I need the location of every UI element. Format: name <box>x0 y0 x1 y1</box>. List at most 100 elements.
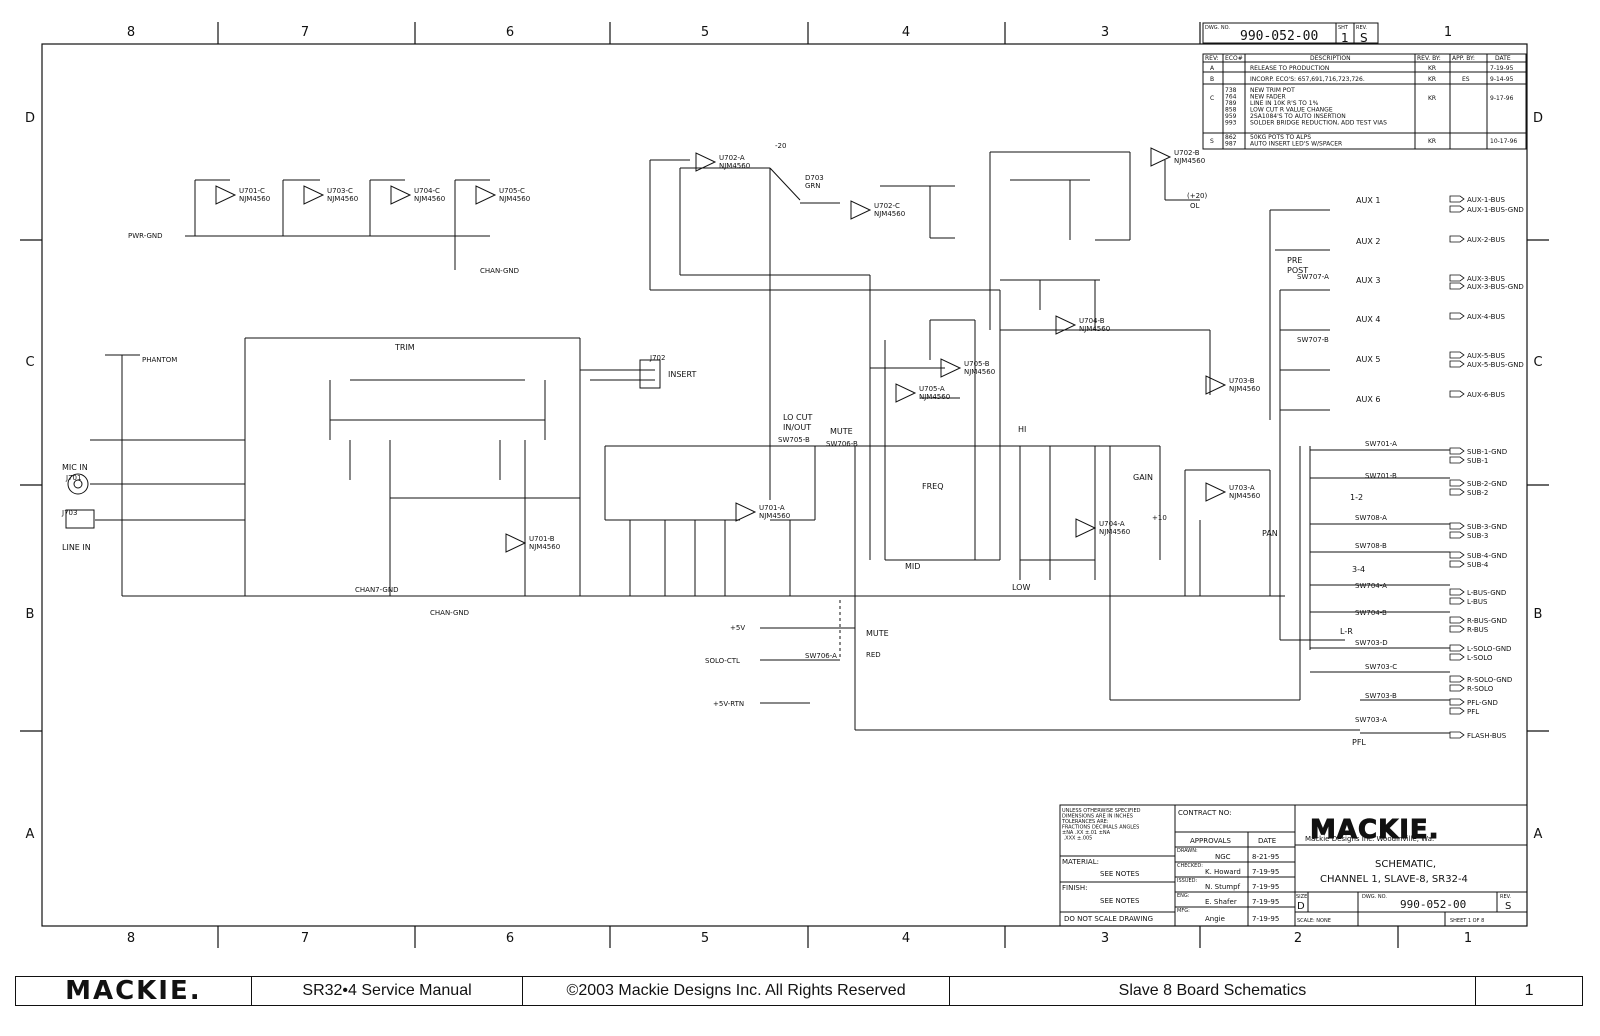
switch-label: SW703-B <box>1365 692 1397 700</box>
svg-text:RELEASE TO PRODUCTION: RELEASE TO PRODUCTION <box>1250 65 1329 72</box>
svg-text:990-052-00: 990-052-00 <box>1240 29 1318 44</box>
bus-connector: R-BUS-GND <box>1449 616 1507 625</box>
zone-col-top: 3 <box>1101 25 1109 40</box>
manual-title: SR32•4 Service Manual <box>302 982 472 999</box>
aux-label: AUX 6 <box>1356 395 1380 404</box>
bus-connector: R-SOLO <box>1449 684 1494 693</box>
bus-connector: AUX-1-BUS <box>1449 195 1506 204</box>
svg-text:GAIN: GAIN <box>1133 473 1153 482</box>
svg-text:REV.: REV. <box>1500 894 1511 900</box>
op-amp-part: NJM4560 <box>964 368 995 376</box>
svg-text:10-17-96: 10-17-96 <box>1490 138 1517 145</box>
bus-connector: L-BUS-GND <box>1449 588 1506 597</box>
bus-label: L-SOLO <box>1467 654 1493 662</box>
bus-connector: AUX-3-BUS-GND <box>1449 282 1524 291</box>
op-amp-ref: U703-C <box>327 187 353 195</box>
bus-connector: AUX-5-BUS-GND <box>1449 360 1524 369</box>
aux-label: AUX 4 <box>1356 315 1380 324</box>
switch-label: SW703-C <box>1365 663 1397 671</box>
op-amp-ref: U703-A <box>1229 484 1255 492</box>
svg-text:SEE NOTES: SEE NOTES <box>1100 870 1140 878</box>
switch-label: SW706-B <box>826 440 858 448</box>
svg-text:SHT: SHT <box>1338 25 1349 31</box>
svg-text:APP. BY:: APP. BY: <box>1452 55 1475 62</box>
op-amp-ref: U702-A <box>719 154 745 162</box>
svg-text:ENG:: ENG: <box>1177 893 1190 899</box>
svg-text:ISSUED:: ISSUED: <box>1177 878 1197 884</box>
svg-text:REV. BY:: REV. BY: <box>1417 55 1441 62</box>
zone-col-bottom: 2 <box>1294 931 1302 946</box>
zone-col-bottom: 7 <box>301 931 309 946</box>
op-amp-ref: U703-B <box>1229 377 1255 385</box>
svg-text:B: B <box>1210 76 1214 83</box>
bus-label: R-SOLO-GND <box>1467 676 1512 684</box>
switch-label: SW704-B <box>1355 609 1387 617</box>
svg-text:7-19-95: 7-19-95 <box>1252 898 1279 906</box>
svg-text:3-4: 3-4 <box>1352 565 1365 574</box>
op-amp-symbols: U701-CNJM4560U703-CNJM4560U704-CNJM4560U… <box>215 147 1260 553</box>
switch-label: SW701-A <box>1365 440 1397 448</box>
bus-connector: AUX-5-BUS <box>1449 351 1506 360</box>
zone-row-left: A <box>26 827 35 842</box>
footer-manual-cell: SR32•4 Service Manual <box>252 977 524 1005</box>
bus-label: AUX-2-BUS <box>1467 236 1506 244</box>
mackie-logo-outline: MACKIE. <box>1310 815 1440 845</box>
op-amp-part: NJM4560 <box>719 162 750 170</box>
svg-text:GRN: GRN <box>805 182 821 190</box>
svg-text:FREQ: FREQ <box>922 482 944 491</box>
svg-text:APPROVALS: APPROVALS <box>1190 837 1232 845</box>
zone-row-left: B <box>26 607 35 622</box>
zone-col-top: 5 <box>701 25 709 40</box>
svg-text:CHAN-GND: CHAN-GND <box>480 267 519 275</box>
op-amp-part: NJM4560 <box>499 195 530 203</box>
bus-label: SUB-2 <box>1467 489 1488 497</box>
bus-label: R-BUS-GND <box>1467 617 1507 625</box>
title-block <box>1059 804 1528 927</box>
bus-connector: SUB-4 <box>1449 560 1489 569</box>
bus-connector: SUB-4-GND <box>1449 551 1507 560</box>
op-amp-part: NJM4560 <box>1229 492 1260 500</box>
svg-text:KR: KR <box>1428 138 1436 145</box>
op-amp-part: NJM4560 <box>759 512 790 520</box>
switch-label: SW701-B <box>1365 472 1397 480</box>
op-amp-part: NJM4560 <box>919 393 950 401</box>
switch-labels: SW701-ASW701-BSW708-ASW708-BSW704-ASW704… <box>778 273 1397 724</box>
svg-text:S: S <box>1360 31 1368 45</box>
svg-text:PWR-GND: PWR-GND <box>128 232 163 240</box>
switch-label: SW703-D <box>1355 639 1388 647</box>
svg-text:LINE IN: LINE IN <box>62 543 91 552</box>
bus-label: SUB-4 <box>1467 561 1489 569</box>
svg-text:9-14-95: 9-14-95 <box>1490 76 1514 83</box>
bus-labels: AUX-1-BUSAUX-1-BUS-GNDAUX-2-BUSAUX-3-BUS… <box>1449 195 1524 740</box>
zone-row-right: C <box>1533 355 1542 370</box>
bus-label: SUB-2-GND <box>1467 480 1507 488</box>
zone-col-bottom: 5 <box>701 931 709 946</box>
section-title: Slave 8 Board Schematics <box>1118 982 1307 999</box>
svg-text:Mackie Designs Inc. Woodinvil: Mackie Designs Inc. Woodinville, Wa. <box>1305 835 1434 843</box>
zone-row-right: B <box>1534 607 1543 622</box>
op-amp-part: NJM4560 <box>1099 528 1130 536</box>
op-amp-part: NJM4560 <box>874 210 905 218</box>
zone-col-top: 6 <box>506 25 514 40</box>
bus-connector: R-BUS <box>1449 625 1489 634</box>
svg-text:MID: MID <box>905 562 920 571</box>
zone-col-top: 4 <box>902 25 910 40</box>
svg-text:K. Howard: K. Howard <box>1205 868 1241 876</box>
footer-section-cell: Slave 8 Board Schematics <box>950 977 1477 1005</box>
zone-col-bottom: 4 <box>902 931 910 946</box>
aux-label: AUX 2 <box>1356 237 1380 246</box>
svg-text:SOLO-CTL: SOLO-CTL <box>705 657 740 665</box>
svg-text:CHAN7-GND: CHAN7-GND <box>355 586 398 594</box>
svg-text:7-19-95: 7-19-95 <box>1252 883 1279 891</box>
switch-label: SW707-A <box>1297 273 1329 281</box>
bus-label: R-BUS <box>1467 626 1489 634</box>
op-amp-part: NJM4560 <box>1079 325 1110 333</box>
svg-text:DO NOT SCALE DRAWING: DO NOT SCALE DRAWING <box>1064 915 1153 923</box>
bus-label: FLASH-BUS <box>1467 732 1507 740</box>
